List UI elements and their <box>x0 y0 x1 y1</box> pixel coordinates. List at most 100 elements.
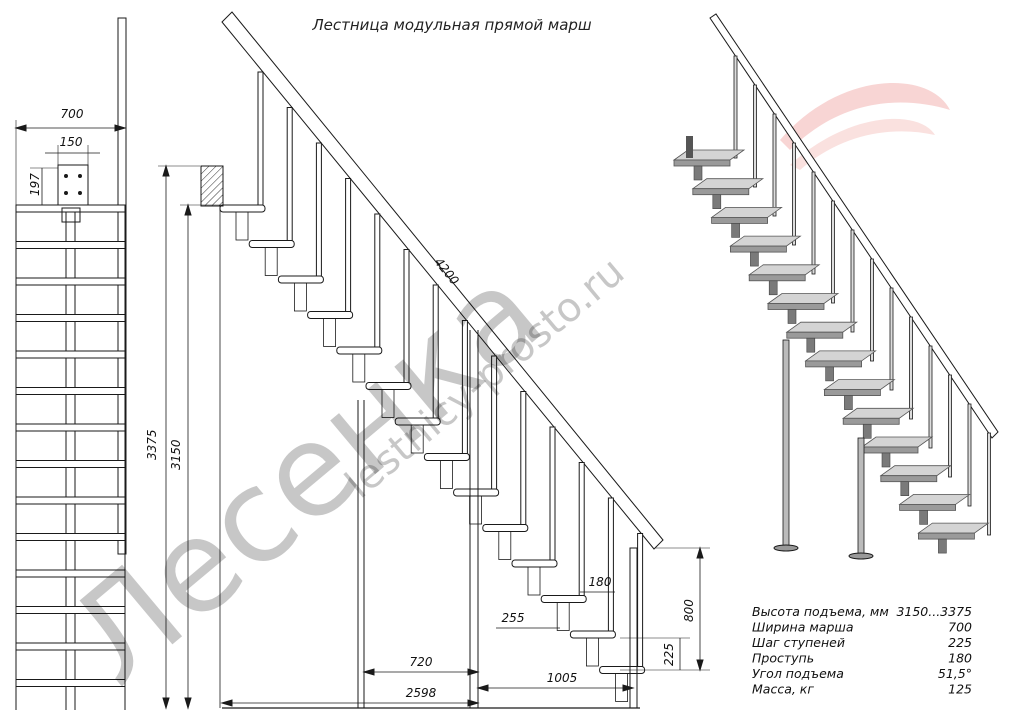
side-module <box>381 389 395 418</box>
iso-tread-edge <box>918 532 975 540</box>
dim-rail-height: 800 <box>682 599 696 622</box>
iso-post <box>772 113 777 217</box>
side-view <box>158 11 710 710</box>
iso-post <box>811 171 816 275</box>
iso-tread <box>898 493 971 505</box>
iso-tread-edge <box>786 331 844 339</box>
front-tread <box>15 496 126 505</box>
iso-tread-edge <box>805 360 862 368</box>
drawing-title: Лестница модульная прямой марш <box>311 16 592 34</box>
side-post <box>315 142 322 277</box>
spec-label: Масса, кг <box>752 682 814 697</box>
side-post <box>607 497 614 632</box>
iso-tread-edge <box>711 216 768 224</box>
iso-treads <box>672 149 990 554</box>
iso-posts <box>733 55 991 536</box>
side-module <box>556 602 570 631</box>
side-tread <box>248 240 295 248</box>
iso-module <box>806 337 816 353</box>
iso-tread-edge <box>861 446 919 454</box>
front-tread <box>15 679 126 687</box>
iso-tread-edge <box>824 389 881 397</box>
iso-module <box>825 366 834 382</box>
side-tread <box>482 524 529 532</box>
iso-tread <box>766 293 840 304</box>
side-module <box>410 424 424 454</box>
side-module <box>498 531 512 560</box>
front-tread <box>15 277 126 286</box>
spec-value: 3150...3375 <box>896 604 972 619</box>
dim-top-width: 700 <box>61 107 84 121</box>
iso-tread <box>804 350 877 362</box>
iso-module <box>919 510 928 525</box>
side-module <box>469 495 483 525</box>
dim-step-height: 225 <box>662 643 676 666</box>
side-tread <box>569 630 616 639</box>
wall-block <box>200 165 224 207</box>
side-tread <box>453 488 500 497</box>
iso-module <box>900 481 910 497</box>
spec-label: Проступь <box>752 651 814 666</box>
dim-bottom-len: 1005 <box>547 671 578 685</box>
spec-label: Ширина марша <box>752 620 853 635</box>
iso-view <box>672 13 999 560</box>
side-tread <box>307 311 354 319</box>
spec-label: Угол подъема <box>752 666 844 681</box>
front-tread <box>15 350 126 359</box>
iso-tread-edge <box>748 274 806 282</box>
iso-module <box>693 165 703 181</box>
side-post <box>520 391 527 525</box>
iso-post <box>792 142 796 246</box>
front-tread <box>15 314 126 322</box>
iso-tread <box>691 178 765 190</box>
front-tread <box>15 642 126 651</box>
iso-module <box>881 452 891 468</box>
iso-tread <box>729 235 802 247</box>
side-module <box>352 353 366 383</box>
iso-post <box>870 258 874 362</box>
side-tread <box>277 275 324 284</box>
iso-post <box>987 432 991 536</box>
front-tread <box>15 460 126 468</box>
iso-tread <box>672 149 746 161</box>
watermark-brand: Лесенка <box>42 237 569 713</box>
dim-height-floor: 3150 <box>169 439 183 470</box>
side-post <box>257 71 264 206</box>
iso-tread <box>841 407 915 419</box>
iso-tread-edge <box>692 188 750 196</box>
iso-tread-edge <box>730 245 787 253</box>
iso-post <box>967 403 972 507</box>
iso-module <box>862 423 872 439</box>
iso-post <box>733 55 738 159</box>
iso-post <box>850 229 855 333</box>
side-module <box>439 460 453 489</box>
iso-tread-edge <box>880 475 938 483</box>
spec-value: 51,5° <box>938 666 972 681</box>
iso-post <box>831 200 835 304</box>
side-module <box>293 282 307 312</box>
side-module <box>586 637 599 667</box>
iso-tread-edge <box>673 159 731 167</box>
iso-post <box>909 316 913 420</box>
iso-tread <box>823 379 896 391</box>
front-handrail-post <box>117 17 127 555</box>
iso-tread <box>747 264 821 276</box>
side-post <box>345 178 352 312</box>
watermark-swoosh-icon <box>780 82 950 150</box>
iso-module <box>844 395 853 410</box>
spec-value: 180 <box>948 651 972 666</box>
side-module <box>264 247 278 276</box>
iso-post <box>928 345 933 449</box>
iso-module <box>938 538 947 554</box>
iso-post <box>948 374 952 478</box>
dim-opening: 720 <box>410 655 433 669</box>
side-tread <box>511 559 558 568</box>
side-tread <box>219 204 266 213</box>
side-module <box>323 318 337 347</box>
iso-module <box>712 194 722 209</box>
dim-height-total: 3375 <box>145 429 159 460</box>
side-module <box>527 566 541 596</box>
